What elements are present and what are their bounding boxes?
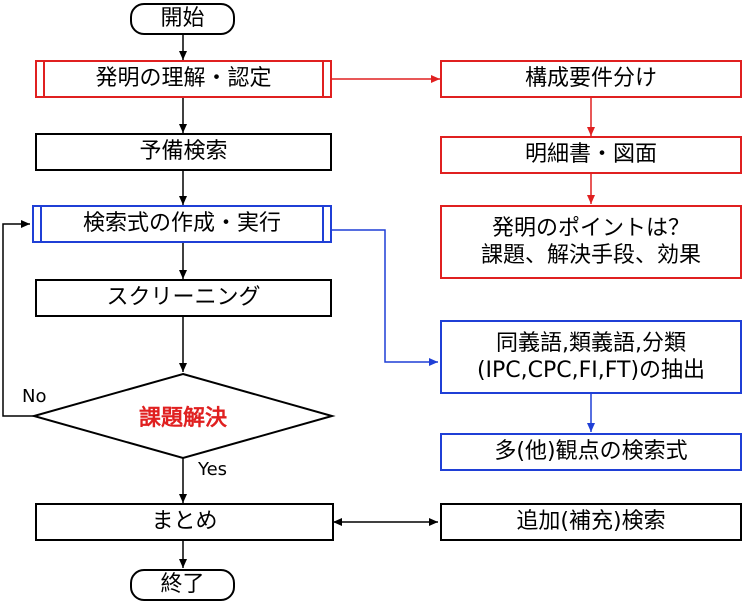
spec-process: 明細書・図面 [440, 136, 742, 174]
presearch-process: 予備検索 [35, 133, 332, 171]
summary-process: まとめ [35, 503, 334, 541]
decision-label: 課題解決 [138, 406, 227, 431]
multi-view-label: 多(他)観点の検索式 [494, 439, 688, 465]
understand-right-bar [322, 60, 332, 98]
synonyms-label-line1: 同義語,類義語,分類 [496, 330, 686, 356]
understand-label: 発明の理解・認定 [95, 66, 272, 92]
screening-label: スクリーニング [106, 285, 261, 311]
formula-process: 検索式の作成・実行 [32, 205, 332, 243]
additional-search-label: 追加(補充)検索 [516, 509, 666, 535]
decision-diamond [30, 372, 336, 460]
multi-view-process: 多(他)観点の検索式 [440, 433, 742, 471]
point-process: 発明のポイントは？ 課題、解決手段、効果 [440, 205, 742, 279]
formula-right-bar [322, 205, 332, 243]
formula-label: 検索式の作成・実行 [82, 211, 281, 237]
understand-left-bar [35, 60, 45, 98]
split-label: 構成要件分け [524, 66, 657, 92]
synonyms-label-line2: (IPC,CPC,FI,FT)の抽出 [476, 358, 706, 383]
presearch-label: 予備検索 [139, 139, 228, 165]
additional-search-process: 追加(補充)検索 [440, 503, 742, 541]
split-process: 構成要件分け [440, 60, 742, 98]
start-terminal: 開始 [130, 3, 235, 35]
arrow-formula-synonyms [332, 229, 438, 366]
point-label-line2: 課題、解決手段、効果 [480, 243, 701, 268]
point-label-line1: 発明のポイントは？ [491, 215, 690, 241]
screening-process: スクリーニング [35, 279, 332, 317]
understand-process: 発明の理解・認定 [35, 60, 332, 98]
formula-left-bar [32, 205, 42, 243]
yes-label: Yes [198, 459, 228, 480]
arrow-no-loop [2, 220, 36, 417]
end-terminal: 終了 [130, 569, 235, 601]
synonyms-process: 同義語,類義語,分類 (IPC,CPC,FI,FT)の抽出 [440, 320, 742, 394]
spec-label: 明細書・図面 [524, 142, 657, 168]
end-label: 終了 [160, 572, 205, 598]
start-label: 開始 [160, 6, 205, 32]
no-label: No [22, 386, 47, 407]
summary-label: まとめ [151, 509, 218, 535]
